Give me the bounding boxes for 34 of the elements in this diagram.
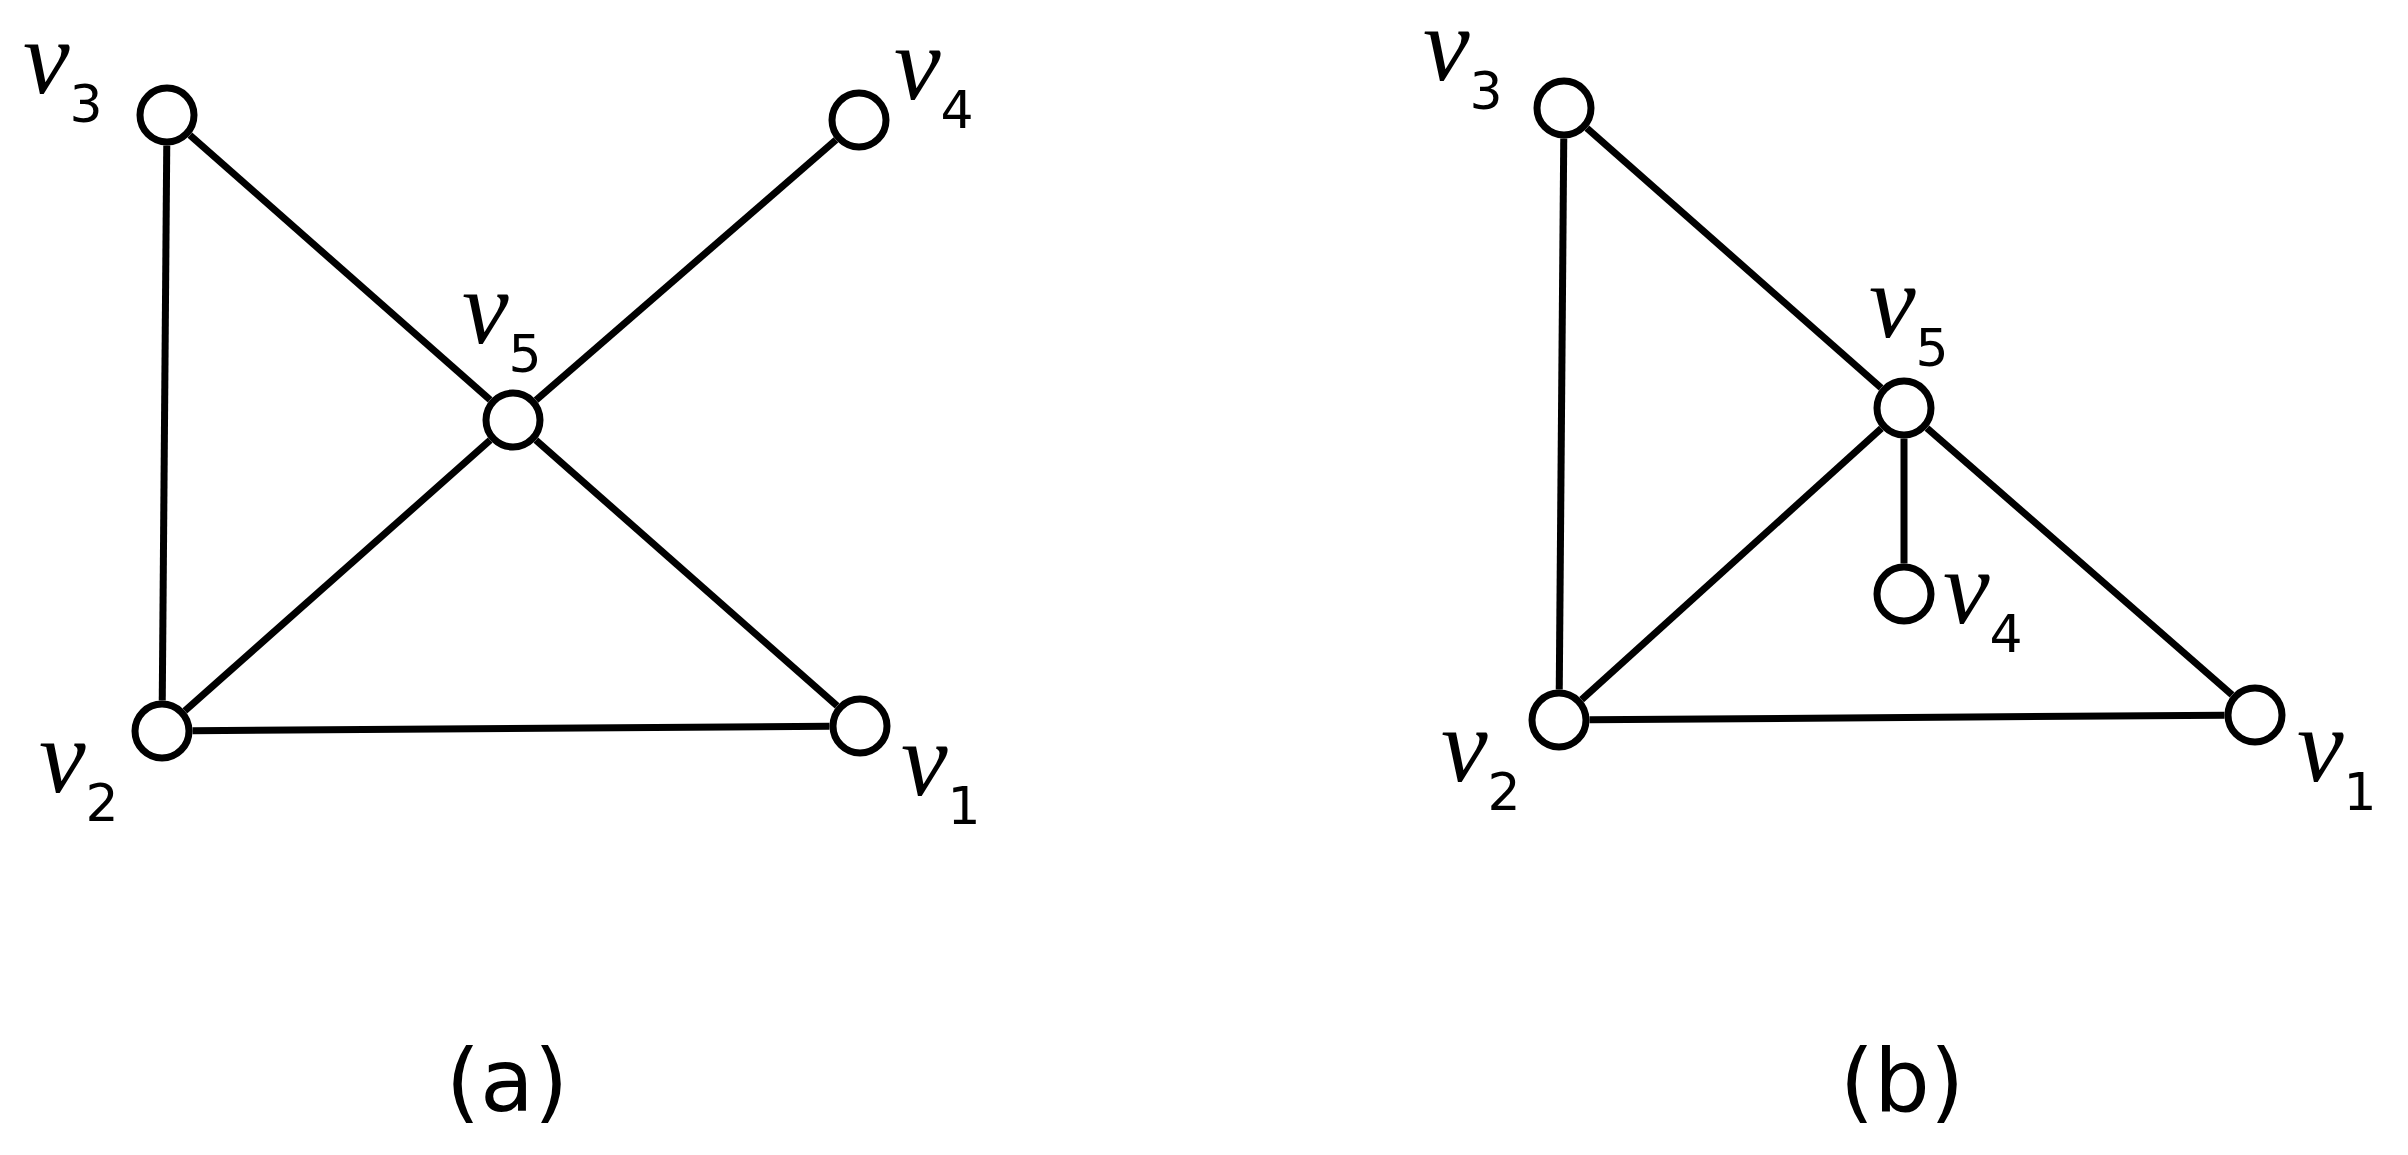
vertex-circle — [1533, 77, 1595, 139]
vertex-circle — [131, 700, 193, 762]
vertex-label: v$_{1}$ — [901, 707, 981, 832]
vertex-label: v$_{2}$ — [39, 704, 119, 829]
vertex-circle — [829, 695, 891, 757]
edge-line — [1584, 125, 1884, 391]
edge-line — [1589, 711, 2225, 724]
vertex-label: v$_{1}$ — [2297, 693, 2377, 818]
edge-line — [182, 437, 493, 714]
edge-line — [1579, 425, 1884, 703]
edge-line — [192, 722, 830, 735]
edge-line — [533, 137, 839, 403]
edge-line — [158, 145, 171, 701]
panel-caption: (b) — [1839, 1037, 1965, 1125]
vertex-label: v$_{4}$ — [894, 11, 974, 136]
edge-line — [1900, 438, 1908, 564]
vertex-label: v$_{3}$ — [1423, 0, 1503, 117]
edge-line — [1555, 138, 1568, 690]
vertex-circle — [136, 84, 198, 146]
vertex-circle — [1873, 563, 1935, 625]
vertex-label: v$_{4}$ — [1943, 535, 2023, 660]
edge-line — [533, 437, 840, 709]
edge-line — [1924, 425, 2235, 698]
vertex-label: v$_{3}$ — [23, 5, 103, 130]
vertex-circle — [1528, 689, 1590, 751]
vertex-circle — [2224, 684, 2286, 746]
vertex-label: v$_{2}$ — [1441, 693, 1521, 818]
vertex-label: v$_{5}$ — [462, 255, 542, 380]
vertex-circle — [828, 89, 890, 151]
edge-line — [187, 132, 493, 403]
vertex-label: v$_{5}$ — [1869, 249, 1949, 374]
vertex-circle — [1873, 377, 1935, 439]
panel-caption: (a) — [445, 1037, 569, 1125]
vertex-circle — [482, 389, 544, 451]
